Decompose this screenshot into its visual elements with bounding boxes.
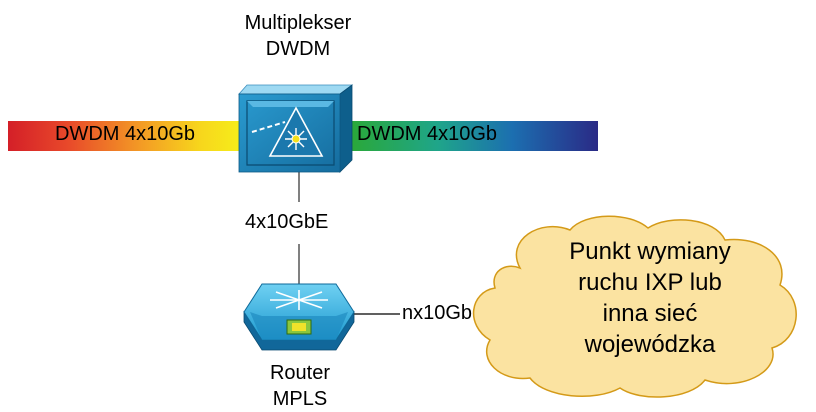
- router-title: Router MPLS: [220, 360, 380, 412]
- cloud-label-line4: wojewódzka: [584, 331, 716, 358]
- mpls-router-icon: [243, 283, 355, 351]
- cloud-label: Punkt wymiany ruchu IXP lub inna sieć wo…: [530, 236, 770, 360]
- dwdm-multiplexer-icon: [238, 84, 354, 173]
- ixp-cloud-shape: [473, 215, 797, 398]
- router-title-line1: Router: [269, 362, 331, 384]
- router-to-cloud-link-label: nx10Gb: [402, 302, 473, 324]
- left-dwdm-band: [8, 121, 248, 151]
- cloud-label-line2: ruchu IXP lub: [578, 269, 722, 296]
- cloud-label-line1: Punkt wymiany: [569, 238, 731, 265]
- left-band-label: DWDM 4x10Gb: [55, 123, 196, 145]
- cloud-label-line3: inna sieć: [602, 300, 698, 327]
- router-title-line2: MPLS: [272, 388, 328, 410]
- multiplexer-title: Multiplekser DWDM: [218, 10, 378, 62]
- right-dwdm-band: [352, 121, 598, 151]
- multiplexer-title-line2: DWDM: [265, 38, 331, 60]
- multiplexer-title-line1: Multiplekser: [244, 12, 352, 34]
- right-band-label: DWDM 4x10Gb: [357, 123, 498, 145]
- mux-router-link-label: 4x10GbE: [245, 211, 329, 233]
